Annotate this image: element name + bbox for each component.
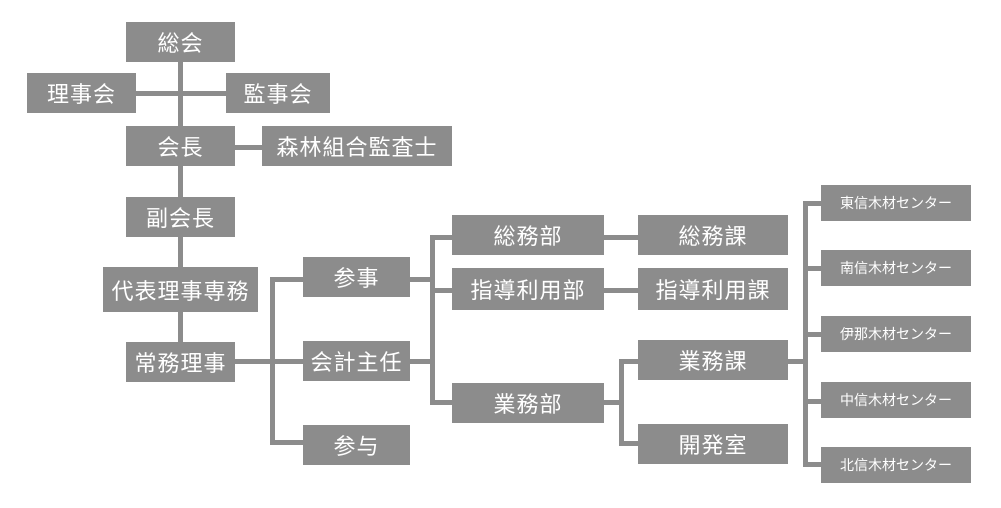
node-center-nanshin: 南信木材センター xyxy=(821,250,971,286)
connector-to-operations-dept xyxy=(430,400,452,405)
node-center-chushin: 中信木材センター xyxy=(821,382,971,418)
connector-guidance xyxy=(604,288,638,293)
node-center-toshin: 東信木材センター xyxy=(821,185,971,221)
node-vice-president: 副会長 xyxy=(126,197,235,237)
connector-center-3 xyxy=(803,332,821,337)
connector-general-affairs xyxy=(604,235,638,240)
node-auditors: 監事会 xyxy=(226,73,330,113)
connector-to-guidance-dept xyxy=(430,288,452,293)
node-center-ina: 伊那木材センター xyxy=(821,316,971,352)
connector-to-general-affairs-dept xyxy=(430,235,452,240)
node-chief-accountant: 会計主任 xyxy=(303,341,410,381)
node-guidance-usage-dept: 指導利用部 xyxy=(452,268,604,310)
node-general-affairs-dept: 総務部 xyxy=(452,215,604,255)
node-operations-section: 業務課 xyxy=(638,340,788,380)
node-development-office: 開発室 xyxy=(638,424,788,464)
node-guidance-usage-section: 指導利用課 xyxy=(638,268,788,310)
connector-managing-to-branch xyxy=(235,359,303,364)
connector-president-auditor xyxy=(235,145,262,150)
node-representative-director: 代表理事専務 xyxy=(103,267,258,312)
connector-to-councilor xyxy=(270,277,303,282)
node-general-assembly: 総会 xyxy=(126,22,235,62)
node-managing-director: 常務理事 xyxy=(126,342,235,382)
node-councilor: 参事 xyxy=(303,257,410,297)
node-operations-dept: 業務部 xyxy=(452,383,604,423)
node-forest-union-auditor: 森林組合監査士 xyxy=(262,126,452,166)
connector-center-2 xyxy=(803,266,821,271)
connector-to-advisor xyxy=(270,440,303,445)
connector-to-development-office xyxy=(619,441,638,446)
node-advisor: 参与 xyxy=(303,425,410,465)
connector-operations-out xyxy=(604,400,624,405)
connector-accountant-to-depts xyxy=(410,359,435,364)
node-general-affairs-section: 総務課 xyxy=(638,215,788,255)
connector-operations-section-to-centers xyxy=(788,359,808,364)
connector-center-4 xyxy=(803,399,821,404)
connector-center-1 xyxy=(803,201,821,206)
node-board: 理事会 xyxy=(27,73,136,113)
connector-board-auditors xyxy=(136,91,226,96)
node-president: 会長 xyxy=(126,126,235,166)
node-center-hokushin: 北信木材センター xyxy=(821,447,971,483)
connector-councilor-to-depts xyxy=(410,277,435,282)
connector-center-5 xyxy=(803,462,821,467)
connector-to-operations-section xyxy=(619,359,638,364)
connector-left-branch-vertical xyxy=(270,277,275,445)
connector-depts-vertical xyxy=(430,235,435,405)
connector-operations-vertical xyxy=(619,359,624,446)
